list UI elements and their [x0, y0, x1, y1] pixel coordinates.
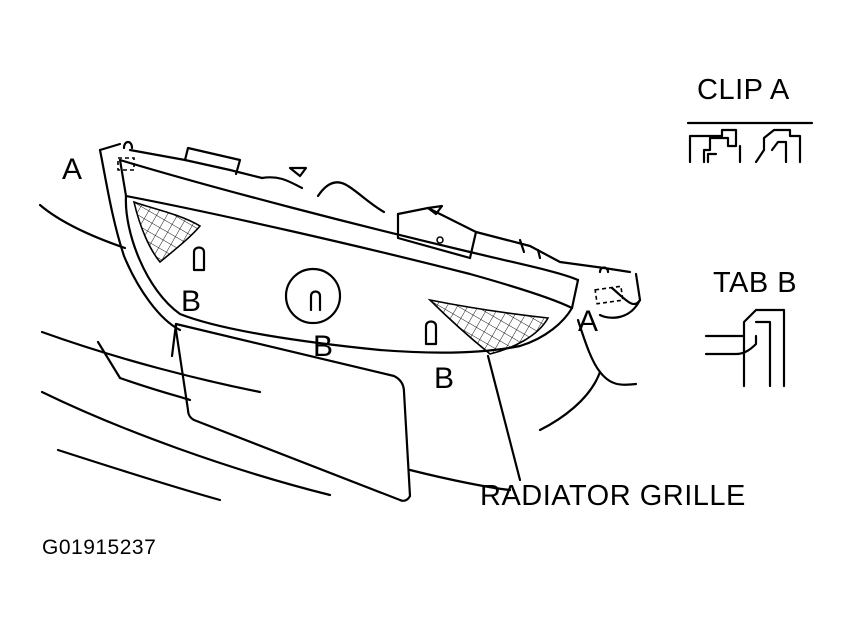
callout-b-center: B: [313, 330, 334, 363]
callout-a-right: A: [578, 305, 599, 338]
clip-a-title: CLIP A: [697, 74, 790, 106]
tab-b-detail: [704, 308, 786, 388]
clip-a-detail: [686, 121, 814, 164]
radiator-grille: [118, 158, 580, 354]
tab-b-title: TAB B: [713, 267, 798, 299]
figure-code: G01915237: [42, 536, 157, 559]
radiator-grille-leader: [486, 354, 522, 482]
callout-a-left: A: [62, 153, 83, 186]
radiator-grille-label: RADIATOR GRILLE: [480, 480, 746, 512]
license-plate-bracket: [170, 322, 412, 502]
bumper-outline: [38, 203, 638, 502]
radiator-support: [128, 146, 632, 274]
fender-posts: [98, 142, 642, 332]
callout-b-left: B: [181, 285, 202, 318]
callout-b-right: B: [434, 362, 455, 395]
grille-mesh: [132, 200, 550, 355]
